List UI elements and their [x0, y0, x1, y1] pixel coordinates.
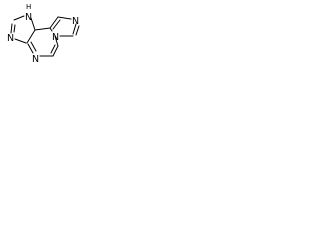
bond-c-bottom-c-right	[52, 45, 59, 57]
bond-n1h-c2	[13, 15, 25, 21]
bond-n-bridge-c-top	[49, 27, 53, 32]
atom-label-bottom-pyrazine-nitrogen: N	[32, 54, 39, 65]
bond-c2-n3	[10, 23, 13, 34]
atom-label-nh-nitrogen: N	[25, 12, 32, 23]
bond-c3b-n-bottom	[27, 43, 34, 54]
diagram-background	[0, 0, 91, 75]
bond-n3-c3b	[14, 38, 27, 44]
atom-label-right-imidazole-nitrogen: N	[72, 16, 79, 27]
bond-c-bottom-c-right-double	[50, 44, 56, 54]
bond-c3a-c-top-right	[34, 27, 51, 31]
atom-labels: H N N N N N	[7, 3, 79, 65]
bond-n-right-c-far-double	[75, 25, 80, 36]
bond-c-top-c-upper	[49, 16, 59, 29]
atom-label-bridgehead-nitrogen: N	[52, 32, 59, 43]
bond-c3b-c3a	[26, 29, 36, 44]
bond-c-upper-n-right	[57, 16, 72, 20]
molecular-structure-diagram: H N N N N N	[0, 0, 91, 75]
central-pyrazine-ring	[27, 27, 59, 57]
atom-label-left-imidazole-nitrogen: N	[7, 33, 14, 44]
bond-n-right-c-far	[72, 23, 77, 35]
bond-c-top-c-upper-double	[52, 19, 61, 30]
atom-label-hydrogen: H	[26, 3, 31, 11]
bond-c-right-n-bridge	[54, 35, 59, 47]
bond-c2-n3-double	[13, 24, 16, 33]
bond-c3b-n-bottom-double	[30, 41, 37, 52]
left-imidazole-ring	[10, 15, 36, 44]
right-imidazole-ring	[49, 16, 80, 37]
bond-c3a-n1h	[30, 17, 36, 31]
